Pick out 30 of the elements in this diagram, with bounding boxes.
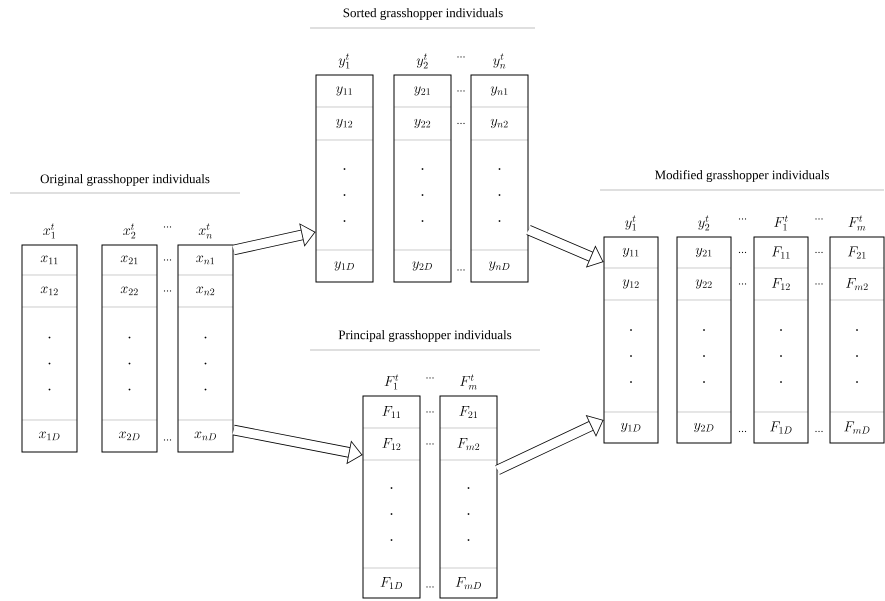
block-arrow bbox=[495, 415, 604, 475]
node-label: $x_2^t$ bbox=[123, 223, 136, 238]
array-column: $y_2^t$ $y_{21}$ $y_{22}$ $y_{2D}$ bbox=[676, 215, 732, 444]
node-label: $F_1^t$ bbox=[384, 374, 398, 390]
array-column: $y_2^t$ $y_{21}$ $y_{22}$ $y_{2D}$ bbox=[394, 53, 452, 282]
block-arrow bbox=[232, 223, 316, 256]
group-title: Principal grasshopper individuals bbox=[310, 330, 540, 350]
array-column: $y_n^t$ $y_{n1}$ $y_{n2}$ $y_{nD}$ bbox=[470, 53, 528, 282]
node-label: $y_n^t$ bbox=[493, 53, 506, 69]
node-label: $F_m^t$ bbox=[848, 215, 866, 231]
array-column: $y_1^t$ $y_{11}$ $y_{12}$ $y_{1D}$ bbox=[316, 53, 374, 282]
node-label: $y_1^t$ bbox=[338, 53, 350, 68]
node-label: $x_1^t$ bbox=[43, 223, 55, 238]
node-label: $y_2^t$ bbox=[698, 215, 710, 230]
array-column: $y_1^t$ $y_{11}$ $y_{12}$ $y_{1D}$ bbox=[604, 215, 658, 444]
array-column: $F_m^t$ $F_{21}$ $F_{m2}$ $F_{mD}$ bbox=[440, 374, 498, 598]
array-column: $F_1^t$ $F_{11}$ $F_{12}$ $F_{1D}$ bbox=[754, 215, 808, 444]
array-column: $x_1^t$ $x_{11}$ $x_{12}$ $x_{1D}$ bbox=[22, 223, 78, 452]
array-column: $F_1^t$ $F_{11}$ $F_{12}$ $F_{1D}$ bbox=[362, 374, 420, 598]
array-column: $x_2^t$ $x_{21}$ $x_{22}$ $x_{2D}$ bbox=[102, 223, 158, 452]
node-label: $y_1^t$ bbox=[625, 215, 636, 230]
node-label: $F_1^t$ bbox=[774, 215, 788, 230]
group-title: Modified grasshopper individuals bbox=[600, 170, 884, 190]
group-title: Sorted grasshopper individuals bbox=[310, 8, 536, 28]
node-label: $y_2^t$ bbox=[416, 53, 428, 68]
node-label: $x_n^t$ bbox=[198, 223, 212, 239]
node-label: $F_m^t$ bbox=[460, 374, 477, 390]
array-column: $x_n^t$ $x_{n1}$ $x_{n2}$ $x_{nD}$ bbox=[178, 223, 234, 452]
array-column: $F_m^t$ $F_{21}$ $F_{m2}$ $F_{mD}$ bbox=[830, 215, 884, 444]
group-title: Original grasshopper individuals bbox=[10, 174, 240, 194]
